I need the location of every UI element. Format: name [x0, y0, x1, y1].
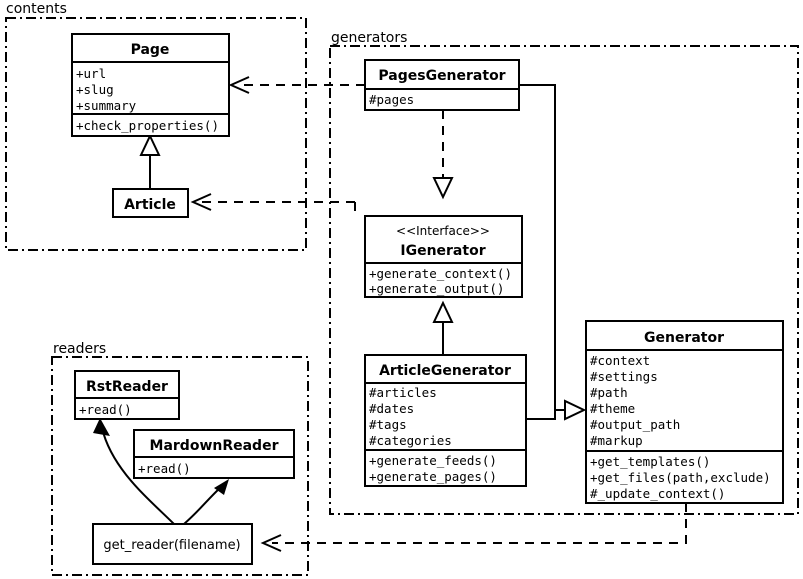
edge-getreader-returns-rstreader [93, 418, 176, 526]
edge-articlegenerator-implements-igenerator [432, 300, 454, 355]
class-attribute: #context [590, 353, 650, 368]
class-attribute: #markup [590, 433, 643, 448]
class-attribute: #theme [590, 401, 635, 416]
class-attribute: +url [76, 66, 106, 81]
class-box-igenerator[interactable]: <<Interface>> IGenerator +generate_conte… [364, 215, 523, 298]
edge-pagesgenerator-inherits-generator [519, 84, 565, 411]
class-method: +read() [138, 461, 191, 476]
class-name-rstreader: RstReader [86, 379, 168, 395]
class-name-mardownreader: MardownReader [150, 438, 279, 454]
class-method: +generate_output() [369, 281, 504, 296]
class-box-rstreader[interactable]: RstReader +read() [74, 370, 180, 420]
package-boundary-readers [51, 356, 309, 576]
class-method: +get_templates() [590, 454, 710, 469]
function-name-get-reader: get_reader(filename) [103, 538, 240, 553]
class-method: #_update_context() [590, 486, 725, 501]
class-box-article[interactable]: Article [112, 188, 189, 218]
class-method: +get_files(path,exclude) [590, 470, 771, 485]
class-name-pagesgenerator: PagesGenerator [378, 68, 505, 84]
class-name-page: Page [131, 42, 170, 58]
class-method: +check_properties() [76, 118, 219, 133]
class-name-article: Article [124, 197, 176, 213]
edge-article-inherits-page [139, 133, 161, 190]
edge-generator-uses-getreader [260, 503, 687, 552]
package-label-readers: readers [53, 341, 106, 357]
class-method: +generate_pages() [369, 469, 497, 484]
class-name-igenerator: IGenerator [400, 243, 485, 259]
class-method: +read() [79, 402, 132, 417]
function-box-get-reader[interactable]: get_reader(filename) [92, 523, 253, 565]
class-attribute: #dates [369, 401, 414, 416]
class-box-articlegenerator[interactable]: ArticleGenerator #articles #dates #tags … [364, 354, 527, 487]
class-box-pagesgenerator[interactable]: PagesGenerator #pages [364, 59, 520, 111]
class-name-generator: Generator [644, 330, 724, 346]
class-attribute: +summary [76, 98, 137, 113]
class-attribute: #path [590, 385, 628, 400]
edge-generators-uses-article [190, 193, 356, 216]
class-attribute: #settings [590, 369, 658, 384]
class-attribute: #articles [369, 385, 437, 400]
edge-getreader-returns-mardownreader [183, 479, 229, 525]
package-boundary-contents [5, 17, 307, 251]
class-stereotype-igenerator: <<Interface>> [396, 224, 490, 238]
class-method: +generate_feeds() [369, 453, 497, 468]
class-method: +generate_context() [369, 266, 512, 281]
class-attribute: +slug [76, 82, 114, 97]
package-label-generators: generators [331, 30, 407, 46]
edge-articlegenerator-inherits-generator [526, 399, 587, 421]
edge-pagesgenerator-realizes-igenerator [432, 110, 454, 200]
package-label-contents: contents [6, 1, 67, 17]
edge-pagesgenerator-uses-page [228, 76, 365, 94]
class-name-articlegenerator: ArticleGenerator [379, 363, 511, 379]
class-attribute: #output_path [590, 417, 680, 432]
class-attribute: #categories [369, 433, 452, 448]
package-boundary-generators [329, 45, 799, 515]
class-box-page[interactable]: Page +url +slug +summary +check_properti… [71, 33, 230, 137]
class-box-generator[interactable]: Generator #context #settings #path #them… [585, 320, 784, 504]
class-box-mardownreader[interactable]: MardownReader +read() [133, 429, 295, 479]
class-attribute: #pages [369, 92, 414, 107]
class-attribute: #tags [369, 417, 407, 432]
